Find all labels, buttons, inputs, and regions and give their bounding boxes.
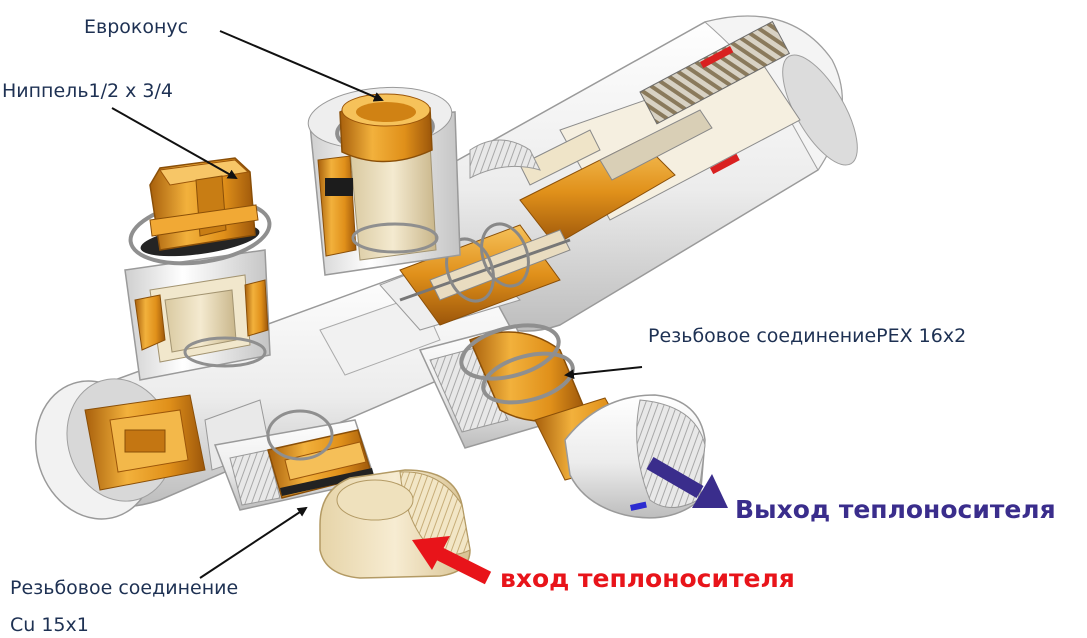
outlet-arrow <box>646 456 728 508</box>
label-nipple: Ниппель1/2 х 3/4 <box>2 80 173 102</box>
label-cu-line1: Резьбовое соединение <box>10 577 239 599</box>
label-cu-line2: Cu 15x1 <box>10 614 89 636</box>
nipple-port <box>124 157 272 381</box>
label-pex: Резьбовое соединениеPEX 16х2 <box>648 325 967 347</box>
leader-nipple <box>111 107 238 179</box>
leader-eurocone <box>219 30 384 102</box>
label-inlet: вход теплоносителя <box>500 564 795 593</box>
pex-port <box>418 323 706 519</box>
label-eurocone: Евроконус <box>84 16 189 38</box>
leader-pex <box>564 366 643 380</box>
leader-cu <box>199 506 308 579</box>
label-outlet: Выход теплоносителя <box>735 495 1056 524</box>
inlet-arrow <box>412 536 492 585</box>
eurocone-port <box>307 86 461 276</box>
